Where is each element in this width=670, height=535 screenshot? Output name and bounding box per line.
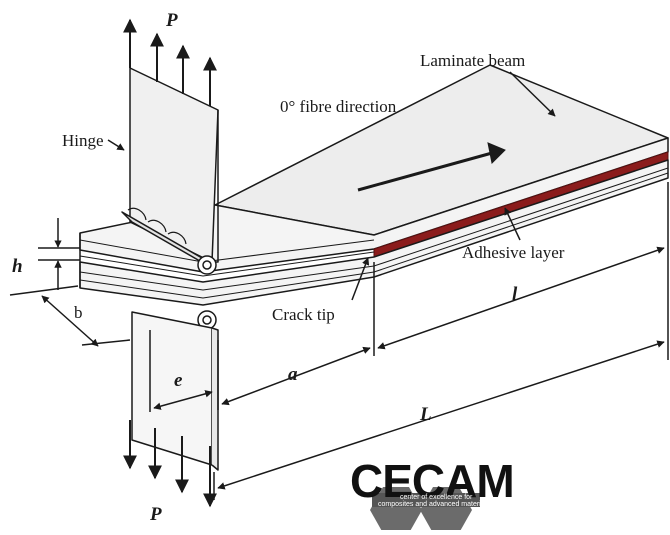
- dimension-h: [38, 218, 80, 290]
- beam-top-face: [214, 64, 669, 236]
- label-crack-tip: Crack tip: [272, 305, 335, 324]
- load-label-bottom: P: [149, 504, 162, 525]
- label-adhesive-layer: Adhesive layer: [462, 243, 565, 262]
- leader-hinge: [107, 139, 125, 151]
- logo-tagline-1: center of excellence for: [400, 494, 473, 501]
- lower-hinge: [131, 310, 219, 471]
- label-e: e: [174, 370, 183, 391]
- leader-adhesive-layer: [504, 207, 521, 241]
- label-a: a: [288, 364, 298, 385]
- label-hinge: Hinge: [62, 131, 104, 150]
- dimension-L: [213, 340, 665, 500]
- label-b: b: [74, 303, 83, 322]
- leader-laminate-beam: [509, 71, 556, 117]
- logo-wordmark: CECAM: [350, 455, 514, 507]
- dimension-l: [377, 182, 669, 360]
- load-label-top: P: [165, 10, 178, 31]
- label-h: h: [12, 256, 23, 277]
- label-fibre-direction: 0° fibre direction: [280, 97, 397, 116]
- upper-hinge: [121, 67, 219, 275]
- fibre-direction-arrow: [357, 142, 506, 192]
- label-L: L: [419, 404, 432, 425]
- bottom-load-arrows: [123, 420, 217, 508]
- logo-tagline-band: [372, 493, 480, 507]
- dimension-e: [149, 330, 213, 412]
- leader-crack-tip: [351, 257, 370, 301]
- label-l: l: [512, 284, 518, 305]
- top-load-arrows: [123, 18, 217, 106]
- lower-hinge-plate: [131, 311, 213, 466]
- dimension-b: [9, 285, 131, 347]
- cecam-logo: CECAM center of excellence for composite…: [350, 455, 515, 533]
- label-laminate-beam: Laminate beam: [420, 51, 525, 70]
- logo-tagline-2: composites and advanced materials: [378, 501, 490, 508]
